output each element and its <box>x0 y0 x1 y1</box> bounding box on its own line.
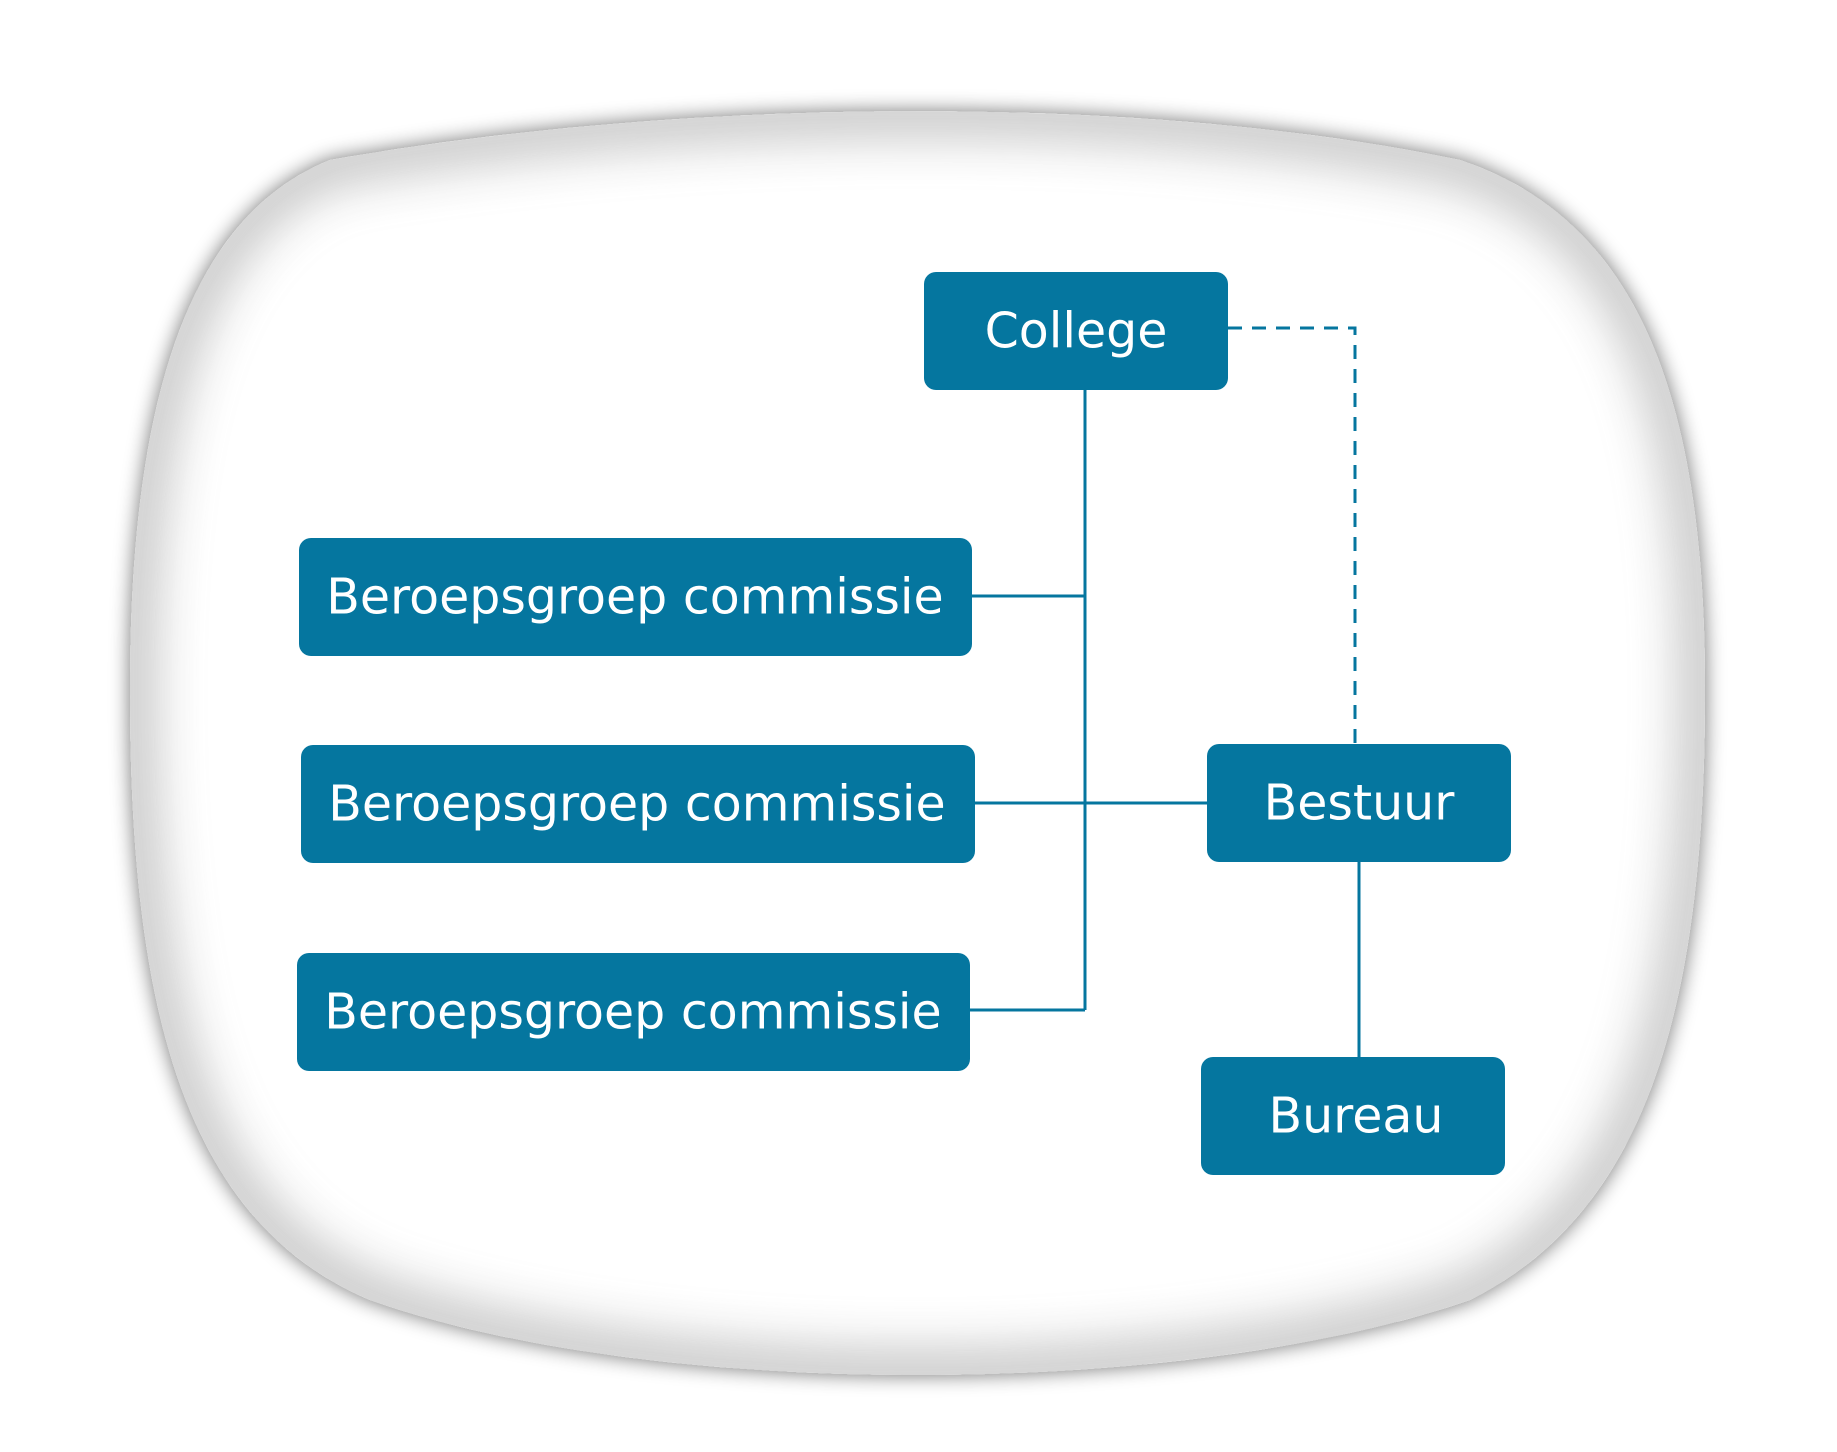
node-bureau[interactable]: Bureau <box>1201 1057 1505 1175</box>
node-bestuur-box <box>1207 744 1511 862</box>
node-commissie-2[interactable]: Beroepsgroep commissie <box>301 745 975 863</box>
frame-inner-shade <box>130 111 1705 1375</box>
node-bestuur[interactable]: Bestuur <box>1207 744 1511 862</box>
node-commissie-2-box <box>301 745 975 863</box>
node-bureau-box <box>1201 1057 1505 1175</box>
node-commissie-1-box <box>299 538 972 656</box>
frame-shape <box>130 111 1705 1375</box>
node-commissie-1[interactable]: Beroepsgroep commissie <box>299 538 972 656</box>
edge-college-bestuur-dashed <box>1228 326 1357 744</box>
connectors <box>970 326 1361 1058</box>
node-bureau-label: Bureau <box>1269 1088 1444 1145</box>
node-commissie-2-label: Beroepsgroep commissie <box>328 776 945 833</box>
node-commissie-3[interactable]: Beroepsgroep commissie <box>297 953 970 1071</box>
node-bestuur-label: Bestuur <box>1264 775 1456 832</box>
node-commissie-3-box <box>297 953 970 1071</box>
node-college-label: College <box>985 303 1168 360</box>
node-commissie-1-label: Beroepsgroep commissie <box>326 569 943 626</box>
node-commissie-3-label: Beroepsgroep commissie <box>324 984 941 1041</box>
frame <box>130 111 1705 1375</box>
node-college[interactable]: College <box>924 272 1228 390</box>
node-college-box <box>924 272 1228 390</box>
